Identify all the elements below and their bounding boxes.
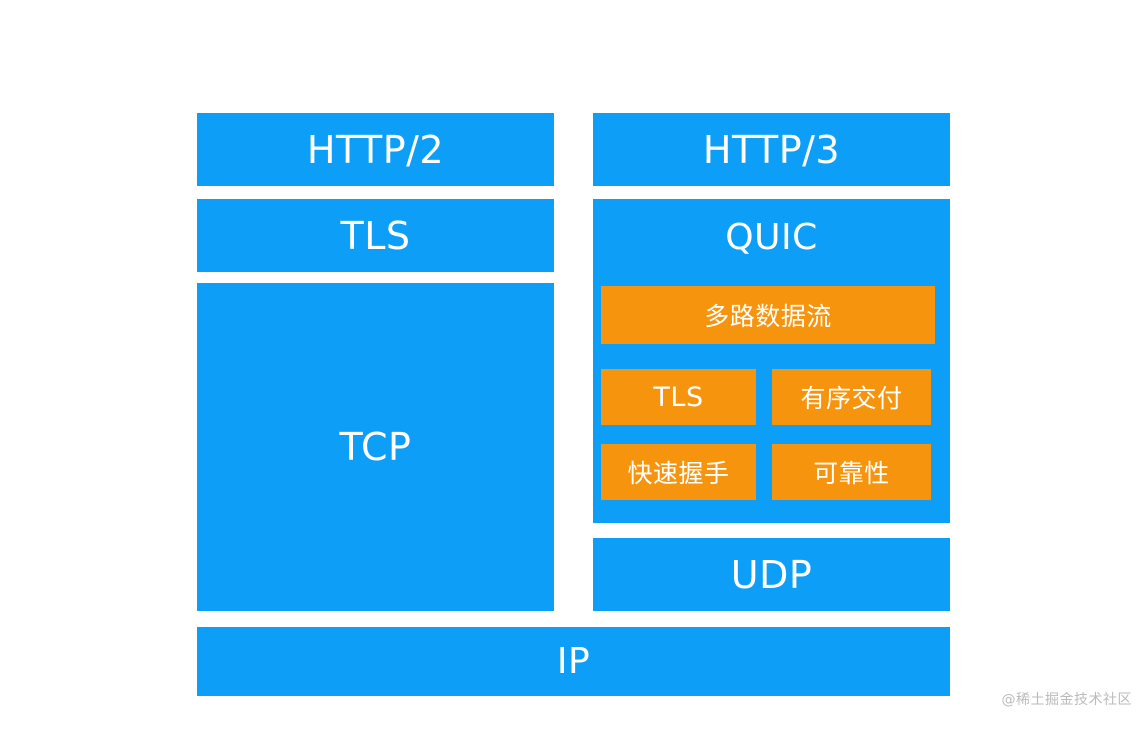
quic-feature-multiplexed-streams: 多路数据流 (601, 286, 935, 344)
quic-feature-ordered-delivery: 有序交付 (772, 369, 931, 425)
http2-layer-box: HTTP/2 (197, 113, 554, 186)
quic-feature-fast-handshake: 快速握手 (601, 444, 756, 500)
ip-layer-box: IP (197, 627, 950, 696)
http3-layer-box: HTTP/3 (593, 113, 950, 186)
tcp-layer-box: TCP (197, 283, 554, 611)
udp-layer-box: UDP (593, 538, 950, 611)
quic-layer-label: QUIC (725, 216, 818, 258)
quic-feature-reliability: 可靠性 (772, 444, 931, 500)
quic-feature-tls: TLS (601, 369, 756, 425)
tls-layer-box: TLS (197, 199, 554, 272)
watermark-text: @稀土掘金技术社区 (1001, 692, 1132, 708)
